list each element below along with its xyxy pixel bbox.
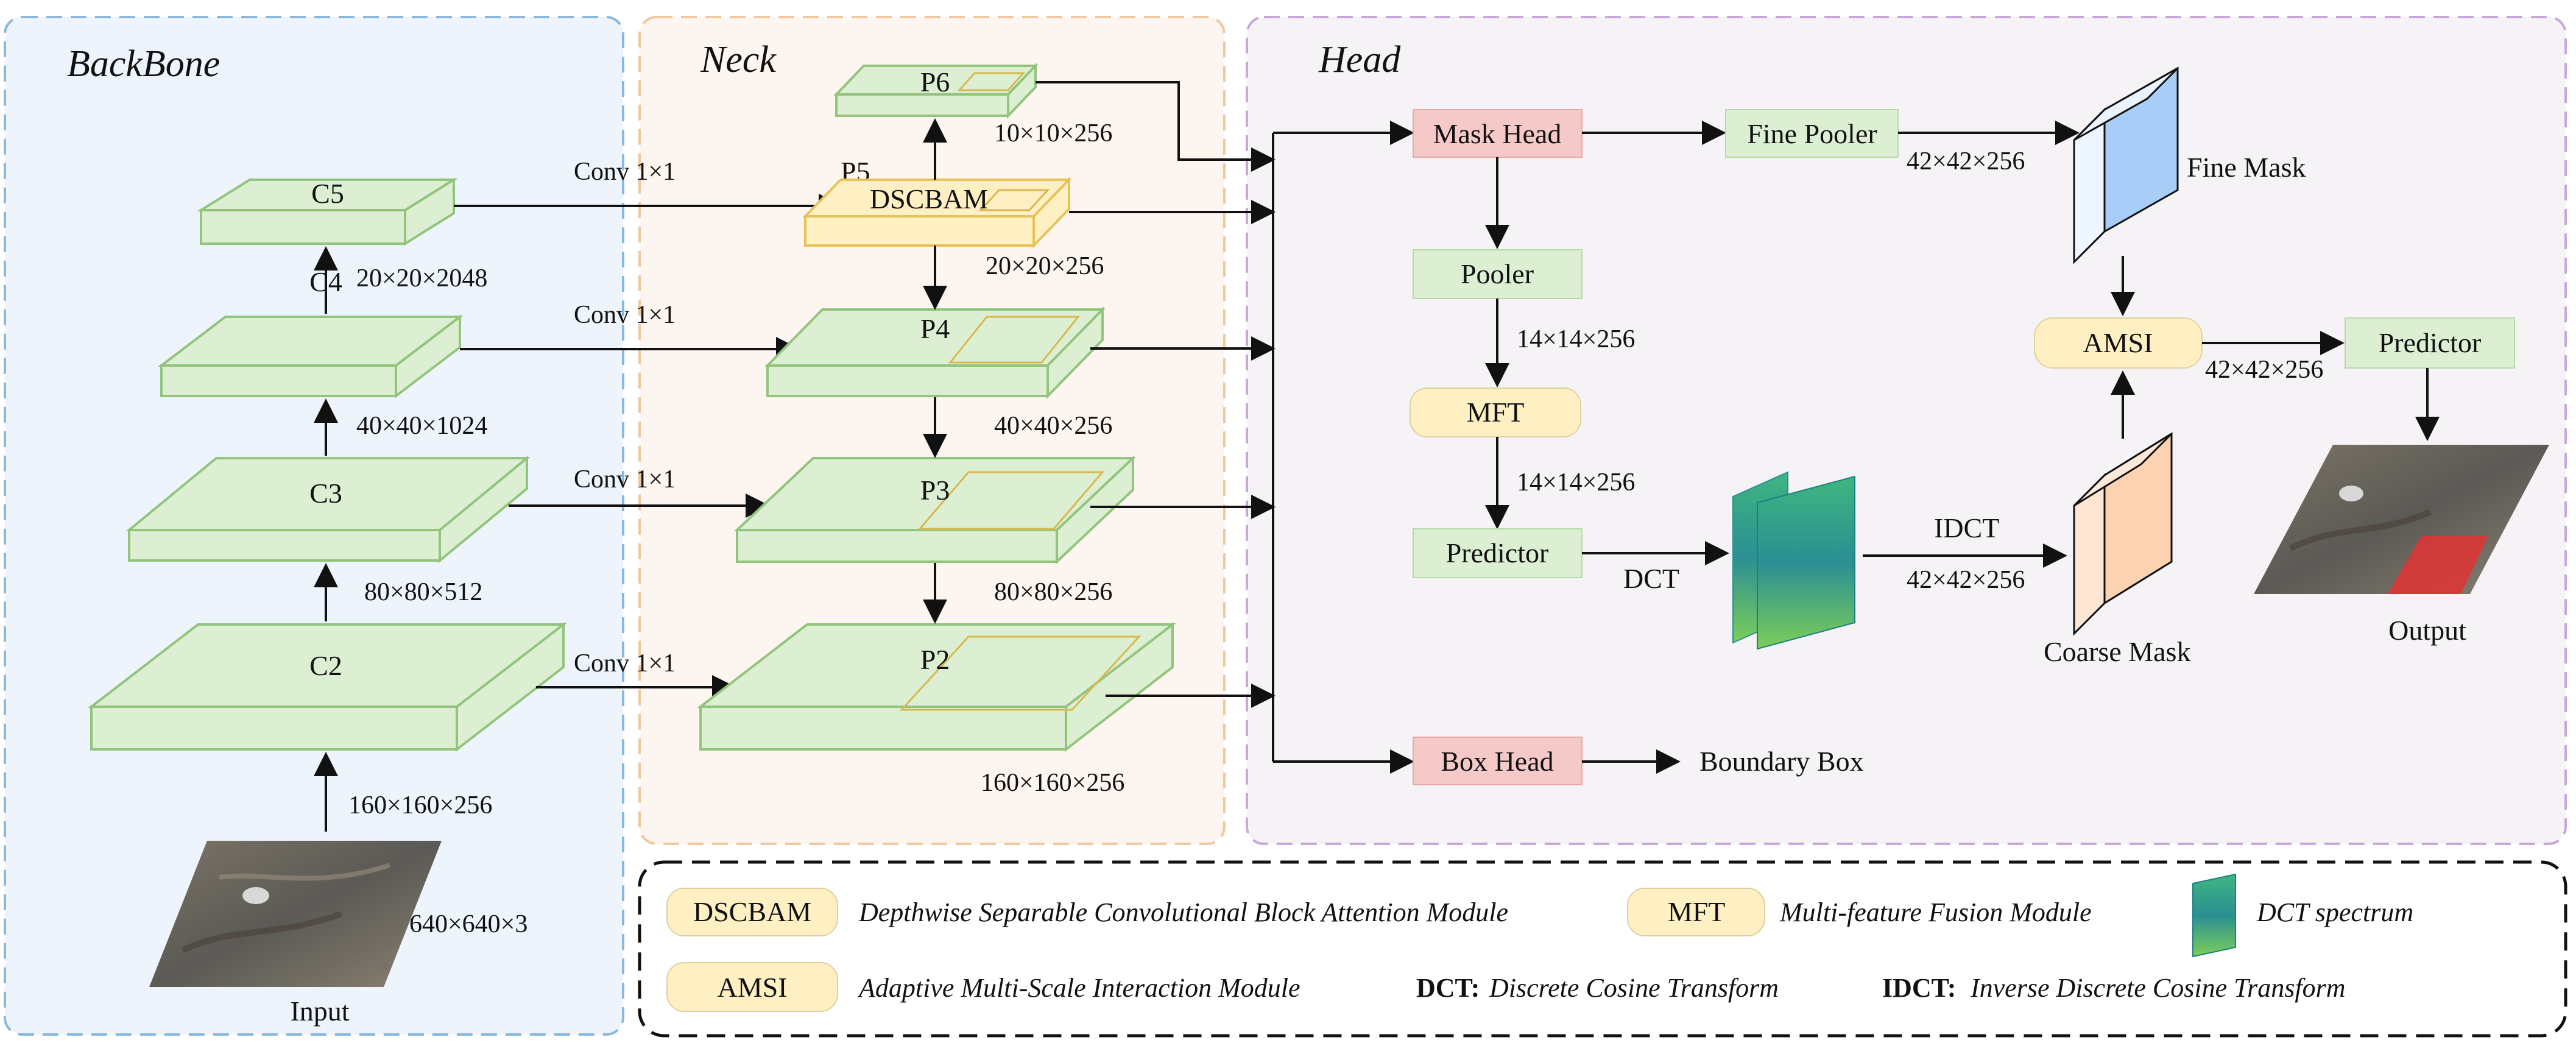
output-label: Output <box>2388 615 2466 646</box>
c5-label: C5 <box>311 178 344 209</box>
input-dim: 640×640×3 <box>409 910 528 938</box>
legend-amsi-desc: Adaptive Multi-Scale Interaction Module <box>857 973 1300 1003</box>
idct-dim: 42×42×256 <box>1907 566 2025 594</box>
legend-dct-spectrum-desc: DCT spectrum <box>2256 897 2413 927</box>
fine-mask-label: Fine Mask <box>2187 152 2306 183</box>
head-title: Head <box>1318 39 1401 80</box>
legend-panel <box>638 860 2567 1038</box>
pooler-dim: 14×14×256 <box>1517 325 1635 353</box>
mft-label: MFT <box>1467 397 1525 428</box>
conv-label-c4: Conv 1×1 <box>574 301 676 329</box>
predictor-label: Predictor <box>1446 537 1549 568</box>
legend-dscbam-tag: DSCBAM <box>693 896 811 927</box>
c2-block: C2 <box>88 621 567 752</box>
legend-mft-tag: MFT <box>1668 896 1726 927</box>
dscbam-label: DSCBAM <box>870 183 988 214</box>
c3-dim: 80×80×512 <box>364 578 482 606</box>
fine-mask <box>2073 66 2179 264</box>
c3-block: C3 <box>125 455 531 564</box>
mask-head-label: Mask Head <box>1433 118 1562 149</box>
input-image <box>149 841 442 987</box>
box-head-label: Box Head <box>1441 746 1553 777</box>
fine-pooler-dim: 42×42×256 <box>1907 147 2025 175</box>
dct-label: DCT <box>1623 563 1679 594</box>
conv-label-c2: Conv 1×1 <box>574 649 676 677</box>
pooler-box <box>1413 249 1583 299</box>
p6-block: P6 <box>833 63 1039 119</box>
p6-dim: 10×10×256 <box>994 119 1112 147</box>
boundary-box-label: Boundary Box <box>1699 746 1864 777</box>
amsi-dim: 42×42×256 <box>2205 356 2323 384</box>
legend-dscbam-tag-box <box>666 888 838 936</box>
p2-label: P2 <box>920 644 950 675</box>
p2-block: P2 <box>697 621 1176 752</box>
legend-dct-spectrum-icon <box>2192 873 2236 958</box>
predictor-out-label: Predictor <box>2379 327 2482 358</box>
p4-label: P4 <box>920 313 950 344</box>
predictor-box <box>1413 528 1583 578</box>
coarse-mask-label: Coarse Mask <box>2044 636 2190 667</box>
p4-dim: 40×40×256 <box>994 412 1112 440</box>
c2-label: C2 <box>309 650 342 681</box>
c4-dim: 40×40×1024 <box>356 412 487 440</box>
c3-label: C3 <box>309 478 342 509</box>
coarse-mask <box>2073 432 2173 636</box>
p3-label: P3 <box>920 475 950 506</box>
mask-head-box <box>1413 109 1583 158</box>
conv-label-c3: Conv 1×1 <box>574 465 676 493</box>
legend-idct-key: IDCT: <box>1882 973 1956 1003</box>
c5-block: C5 <box>197 177 458 246</box>
neck-title: Neck <box>700 39 777 80</box>
idct-label: IDCT <box>1934 512 1999 543</box>
output-image <box>2254 445 2549 594</box>
legend-dscbam-desc: Depthwise Separable Convolutional Block … <box>858 897 1508 927</box>
dscbam-block: DSCBAM <box>802 177 1072 249</box>
p5-dim: 20×20×256 <box>986 252 1104 280</box>
amsi-label: AMSI <box>2083 327 2153 358</box>
predictor-out-box <box>2345 317 2515 369</box>
dct-spectrum-icon <box>1732 471 1855 650</box>
legend-dct-key: DCT: <box>1416 973 1480 1003</box>
p3-block: P3 <box>733 455 1137 565</box>
legend-dct-desc: Discrete Cosine Transform <box>1489 973 1779 1003</box>
p3-dim: 80×80×256 <box>994 578 1112 606</box>
box-head-box <box>1413 737 1583 785</box>
legend-amsi-tag-box <box>666 962 838 1012</box>
c2-dim: 160×160×256 <box>348 791 492 819</box>
legend-mft-desc: Multi-feature Fusion Module <box>1779 897 2092 927</box>
head-panel <box>1246 16 2567 845</box>
input-label: Input <box>290 996 349 1027</box>
conv-label-c5: Conv 1×1 <box>574 158 676 186</box>
c4-block: C4 <box>158 266 464 399</box>
p6-label: P6 <box>920 66 950 97</box>
mft-box <box>1410 387 1581 437</box>
p2-dim: 160×160×256 <box>981 769 1124 797</box>
legend-amsi-tag: AMSI <box>717 972 787 1003</box>
mft-dim: 14×14×256 <box>1517 469 1635 497</box>
c5-dim: 20×20×2048 <box>356 264 487 292</box>
backbone-title: BackBone <box>67 43 220 85</box>
legend-mft-tag-box <box>1627 888 1765 936</box>
p4-block: P4 <box>764 306 1106 399</box>
pooler-label: Pooler <box>1461 258 1534 289</box>
fine-pooler-label: Fine Pooler <box>1747 118 1877 149</box>
legend-idct-desc: Inverse Discrete Cosine Transform <box>1970 973 2346 1003</box>
